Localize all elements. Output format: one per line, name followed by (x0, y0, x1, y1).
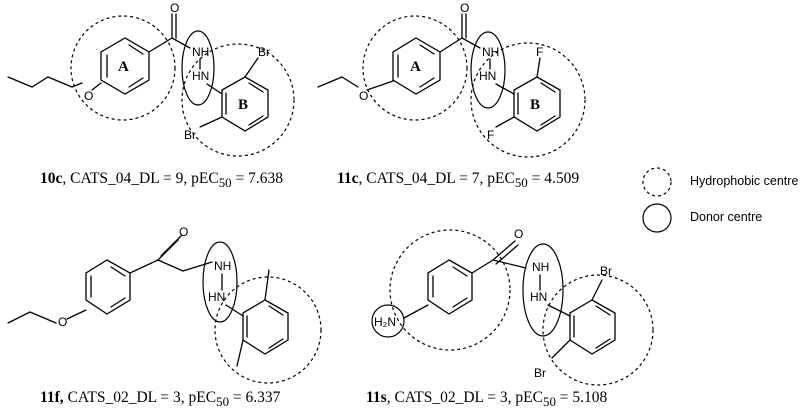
caption-descriptor: CATS_04_DL = 9, pEC (70, 170, 219, 187)
legend-donor-swatch (642, 203, 672, 233)
caption-subscript: 50 (218, 175, 232, 191)
nh-label: NH (532, 260, 549, 274)
caption-subscript: 50 (542, 394, 556, 410)
hn-label: HN (208, 290, 225, 304)
ring-a-label: A (410, 59, 421, 75)
compound-id: 11s (366, 389, 387, 406)
hydrophobic-centre-circle (542, 274, 654, 386)
carbonyl-oxygen-label: O (170, 1, 179, 15)
caption-value: = 7.638 (231, 170, 283, 187)
legend-hydrophobic-label: Hydrophobic centre (690, 174, 799, 188)
caption-subscript: 50 (514, 175, 528, 191)
hn-label: HN (192, 69, 209, 83)
nh-label: NH (482, 45, 499, 59)
donor-centre-ellipse (470, 31, 506, 109)
fluorine-label: F (487, 128, 494, 142)
caption-value: = 6.337 (229, 389, 281, 406)
caption-11c: 11c, CATS_04_DL = 7, pEC50 = 4.509 (337, 170, 580, 191)
hydrophobic-centre-circle (70, 15, 176, 121)
compound-id: 11f, (40, 389, 64, 406)
legend-donor-label: Donor centre (690, 210, 763, 224)
caption-descriptor: CATS_02_DL = 3, pEC (394, 389, 543, 406)
hn-label: HN (530, 290, 547, 304)
amine-label: H₂N (374, 315, 396, 329)
caption-10c: 10c, CATS_04_DL = 9, pEC50 = 7.638 (40, 170, 283, 191)
fluorine-label: F (536, 45, 543, 59)
nh-label: NH (214, 259, 231, 273)
hydrophobic-centre-circle (214, 276, 322, 384)
ring-b-label: B (530, 97, 540, 113)
caption-11s: 11s, CATS_02_DL = 3, pEC50 = 5.108 (366, 389, 608, 410)
donor-centre-circle (371, 304, 405, 338)
carbonyl-oxygen-label: O (179, 225, 188, 239)
bromine-label: Br (258, 45, 270, 59)
legend-hydrophobic-swatch (642, 167, 672, 197)
ring-b-label: B (238, 97, 248, 113)
donor-centre-ellipse (181, 30, 215, 106)
compound-id: 10c (40, 170, 63, 187)
molecule-11c: O A O NH HN B F F (317, 1, 586, 158)
bromine-label: Br (184, 128, 196, 142)
molecule-10c: O A O NH HN B Br Br (7, 1, 295, 157)
hydrophobic-centre-circle (181, 43, 295, 157)
carbonyl-oxygen-label: O (460, 1, 469, 15)
ring-a-label: A (118, 59, 129, 75)
compound-id: 11c (337, 170, 359, 187)
hn-label: HN (479, 69, 496, 83)
bromine-label: Br (600, 264, 612, 278)
donor-centre-ellipse (202, 241, 238, 323)
caption-11f: 11f, CATS_02_DL = 3, pEC50 = 6.337 (40, 389, 280, 410)
caption-value: = 5.108 (555, 389, 608, 406)
carbonyl-oxygen-label: O (514, 227, 523, 241)
donor-centre-ellipse (522, 243, 564, 337)
ether-oxygen-label: O (84, 89, 93, 103)
caption-descriptor: CATS_04_DL = 7, pEC (366, 170, 515, 187)
molecule-11f: O O NH HN (7, 225, 322, 384)
caption-value: = 4.509 (527, 170, 580, 187)
hydrophobic-centre-circle (470, 42, 586, 158)
molecule-11s: H₂N O NH HN Br Br (371, 227, 654, 386)
caption-subscript: 50 (216, 394, 230, 410)
nh-label: NH (192, 45, 209, 59)
hydrophobic-centre-circle (389, 229, 511, 351)
ether-oxygen-label: O (359, 89, 368, 103)
caption-descriptor: CATS_02_DL = 3, pEC (63, 389, 217, 406)
hydrophobic-centre-circle (362, 15, 468, 121)
ether-oxygen-label: O (58, 315, 67, 329)
legend (642, 167, 672, 233)
bromine-label: Br (534, 366, 546, 380)
